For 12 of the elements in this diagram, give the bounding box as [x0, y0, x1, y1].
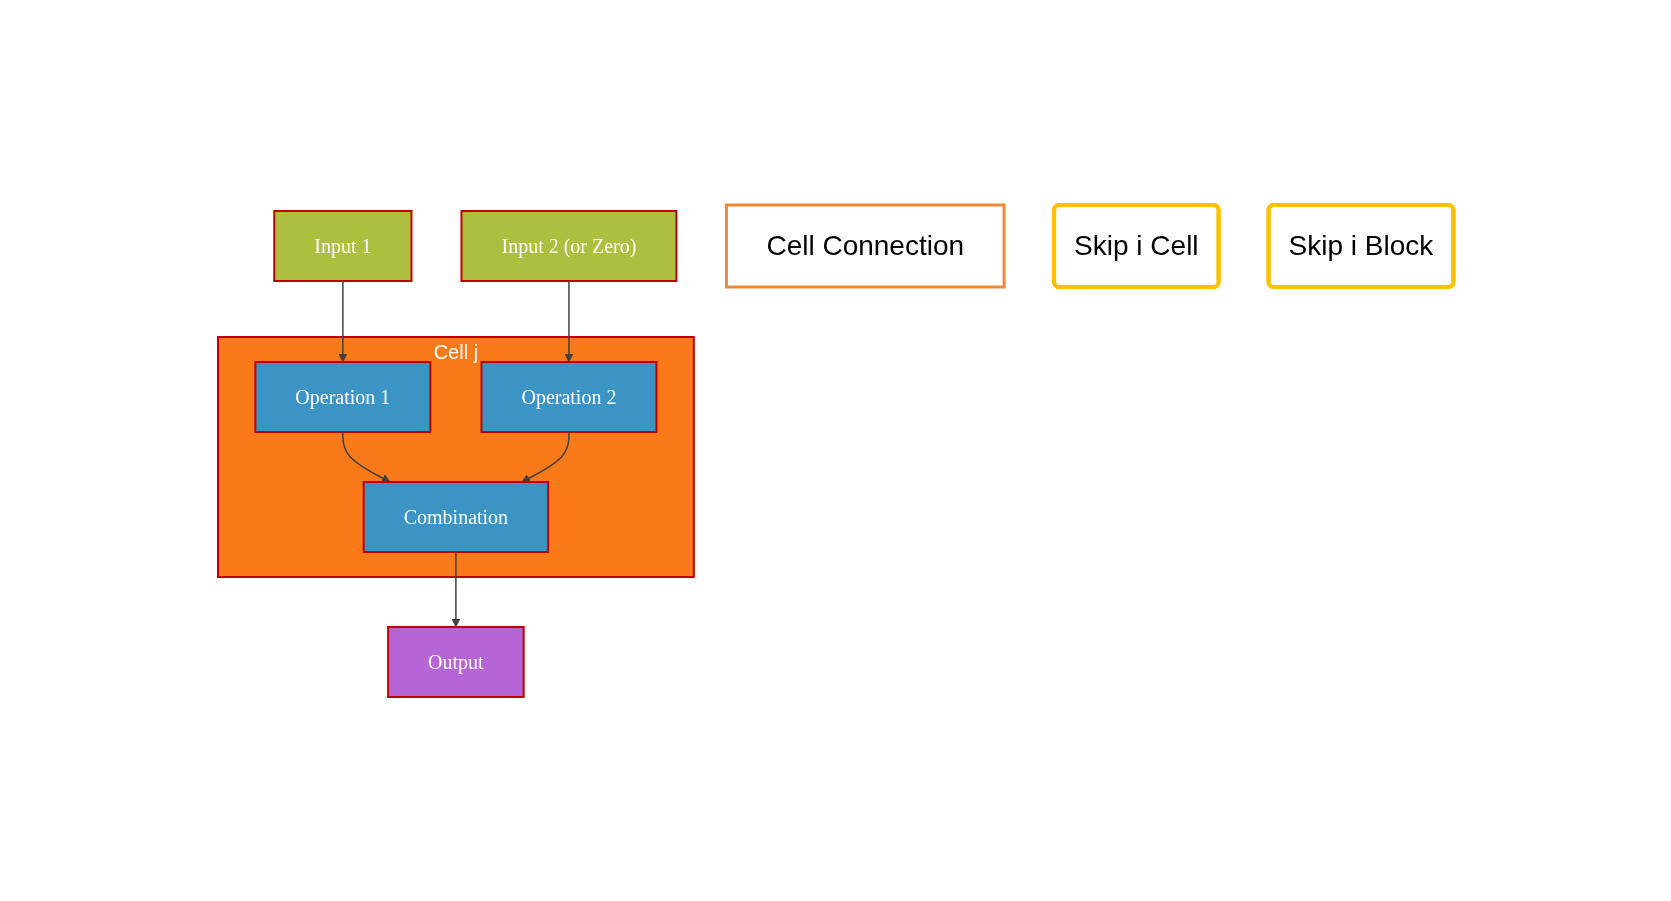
arrow: [338, 279, 348, 362]
arrow: [341, 430, 391, 482]
arrow: [451, 550, 461, 627]
node-box: Input 1: [273, 209, 413, 282]
node-box: Output: [386, 625, 525, 698]
node-box: Input 2 (or Zero): [460, 209, 678, 282]
node-box: Combination: [362, 480, 549, 553]
node-box: Operation 2: [480, 360, 658, 433]
node-box: Cell Connection: [724, 203, 1006, 288]
arrow: [564, 279, 574, 362]
node-box: Operation 1: [254, 360, 432, 433]
arrow: [521, 430, 570, 482]
